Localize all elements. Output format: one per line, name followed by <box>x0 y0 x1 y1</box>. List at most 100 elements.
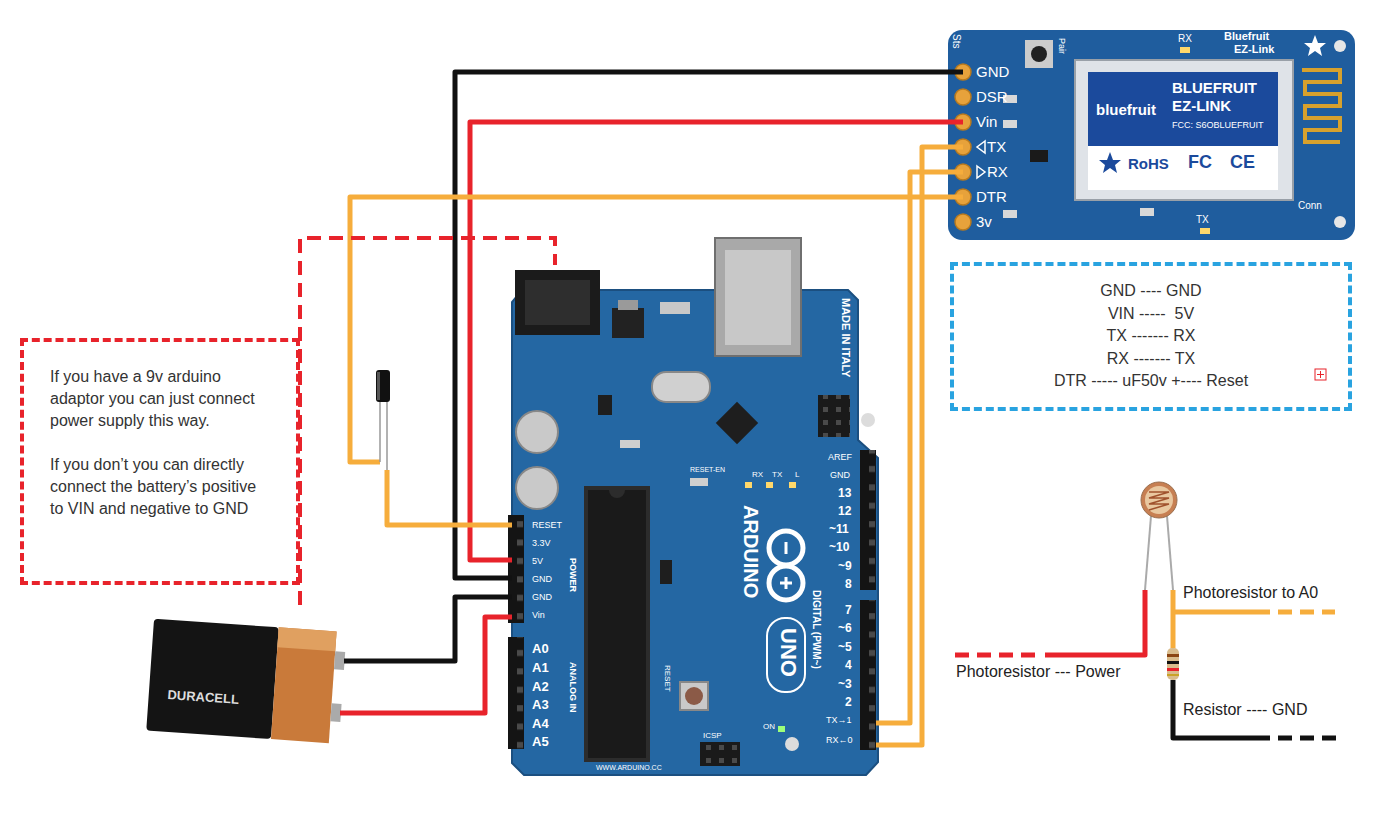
photoresistor-symbol <box>1141 482 1177 590</box>
arduino-board <box>660 560 672 584</box>
board-title: EZ-Link <box>1234 43 1274 56</box>
photoresistor-symbol <box>1145 486 1173 514</box>
battery <box>277 627 336 651</box>
bluefruit-module <box>1099 152 1121 173</box>
bluefruit-module <box>955 89 971 105</box>
pin-label: 7 <box>845 604 852 618</box>
pin-map-box: GND ---- GNDVIN ----- 5VTX ------- RXRX … <box>950 262 1352 411</box>
pin-label: DTR <box>976 188 1007 205</box>
pin-label: A3 <box>532 698 549 713</box>
bluefruit-module <box>948 30 1355 240</box>
arduino-board <box>767 618 805 692</box>
pin-label: RESET <box>532 520 562 530</box>
capacitor-symbol <box>377 372 380 400</box>
arduino-board <box>508 637 524 749</box>
callout-bracket <box>300 238 555 605</box>
certification-mark: FC <box>1188 152 1212 173</box>
wire <box>1278 610 1335 615</box>
arduino-board <box>818 395 850 437</box>
wire <box>470 122 963 560</box>
note-text: GND ---- GND <box>964 280 1338 303</box>
arduino-board <box>715 238 801 356</box>
arduino-board <box>584 486 650 762</box>
pin-label: GND <box>532 592 552 602</box>
board-title: Bluefruit <box>1224 30 1269 43</box>
bluefruit-module <box>1031 46 1047 62</box>
pin-label: TX <box>987 138 1006 155</box>
bluefruit-module <box>977 166 985 178</box>
jumper-label: RESET-EN <box>690 466 725 474</box>
pin-label: RX <box>987 163 1008 180</box>
arduino-board <box>860 450 876 590</box>
led-label: ON <box>763 722 775 731</box>
wire <box>1171 590 1176 648</box>
note-text: TX ------- RX <box>964 325 1338 348</box>
arduino-board <box>660 302 690 314</box>
bluefruit-module <box>1304 35 1326 56</box>
resistor-symbol <box>1167 648 1179 680</box>
callout-bracket <box>300 238 555 605</box>
pin-label: ~6 <box>838 622 852 636</box>
pin-label: 3v <box>976 213 992 230</box>
arduino-board <box>725 250 791 345</box>
note-box: If you have a 9v arduino adaptor you can… <box>20 338 300 585</box>
resistor-symbol <box>1167 661 1179 664</box>
arduino-board <box>512 290 878 775</box>
arduino-board <box>745 482 752 488</box>
bluefruit-module <box>977 141 985 153</box>
led-label: RX <box>752 470 763 479</box>
pin-label: ~11 <box>829 523 849 537</box>
bluefruit-module <box>1088 72 1278 190</box>
wire <box>1045 590 1145 655</box>
pin-label: 4 <box>845 659 852 673</box>
resistor-symbol <box>1167 654 1179 657</box>
battery <box>330 703 341 722</box>
resistor-symbol <box>1167 674 1179 676</box>
pin-label: ~5 <box>838 641 852 655</box>
arduino-board <box>860 450 876 590</box>
note-text: If you have a 9v arduino adaptor you can… <box>50 366 268 432</box>
pin-label: ~9 <box>838 560 852 574</box>
bluefruit-module <box>1302 70 1340 142</box>
pin-label: GND <box>976 63 1009 80</box>
arduino-board <box>700 742 740 766</box>
wire <box>1173 610 1270 615</box>
arduino-board <box>652 372 710 402</box>
arduino-board <box>766 482 773 488</box>
photoresistor-symbol <box>1145 516 1151 590</box>
pin-label: ~3 <box>838 678 852 692</box>
arduino-board <box>508 515 524 623</box>
pin-label: A1 <box>532 661 549 676</box>
board-marking: MADE IN ITALY <box>839 298 852 377</box>
arduino-board <box>516 467 558 509</box>
led-label: TX <box>772 470 782 479</box>
expand-icon <box>1315 369 1326 380</box>
arduino-board <box>785 577 788 589</box>
circuit-label: Resistor ---- GND <box>1183 701 1307 719</box>
header-label: ICSP <box>703 731 722 740</box>
arduino-board <box>778 726 785 732</box>
arduino-board <box>716 402 758 444</box>
pin-label: AREF <box>828 452 852 462</box>
bluefruit-module <box>948 30 1355 240</box>
battery <box>271 627 337 743</box>
bluefruit-module <box>1003 210 1017 218</box>
arduino-board <box>685 687 703 705</box>
arduino-board <box>620 440 640 448</box>
certification-mark: RoHS <box>1128 155 1169 172</box>
arduino-board <box>618 300 638 310</box>
header-label: DIGITAL (PWM~) <box>811 590 823 669</box>
arduino-board <box>588 490 646 758</box>
circuit-label: Photoresistor --- Power <box>956 663 1121 681</box>
pin-label: 12 <box>838 505 851 519</box>
note-text: RX ------- TX <box>964 348 1338 371</box>
pin-label: ~10 <box>829 541 849 555</box>
photoresistor-symbol <box>1167 516 1173 590</box>
arduino-board <box>525 280 590 325</box>
battery <box>334 651 345 670</box>
connector-label: Conn <box>1298 200 1322 212</box>
arduino-board <box>789 482 796 488</box>
arduino-board <box>609 490 625 498</box>
capacitor-symbol <box>376 370 390 470</box>
